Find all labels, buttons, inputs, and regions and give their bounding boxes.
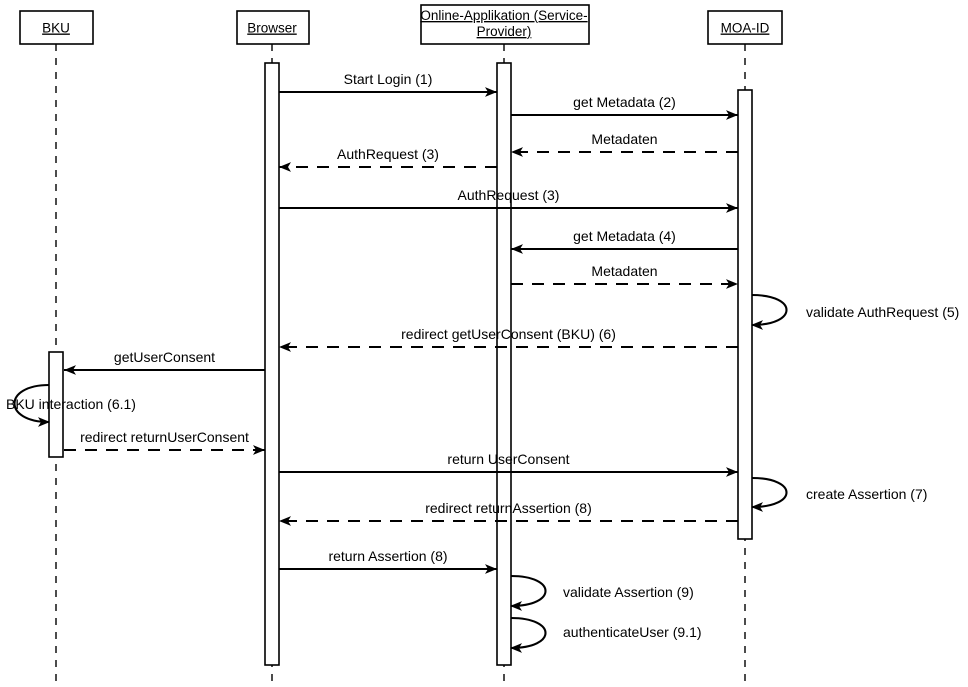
lifeline-head-bku[interactable]: BKU bbox=[19, 10, 94, 45]
self-message-s5[interactable]: authenticateUser (9.1) bbox=[510, 616, 702, 653]
self-message-s4[interactable]: validate Assertion (9) bbox=[510, 574, 694, 611]
message-label-m3: Metadaten bbox=[591, 131, 657, 147]
self-messages-layer: validate AuthRequest (5) BKU interaction … bbox=[6, 293, 959, 653]
activation-bar-bku[interactable] bbox=[48, 351, 64, 458]
message-m12[interactable]: redirect returnAssertion (8) bbox=[279, 500, 738, 526]
message-label-m10: redirect returnUserConsent bbox=[80, 429, 249, 445]
message-m6[interactable]: get Metadata (4) bbox=[511, 228, 738, 254]
message-m9[interactable]: getUserConsent bbox=[64, 349, 265, 375]
message-label-m13: return Assertion (8) bbox=[328, 548, 447, 564]
message-m1[interactable]: Start Login (1) bbox=[279, 71, 497, 97]
self-message-label-s5: authenticateUser (9.1) bbox=[563, 624, 702, 640]
lifeline-box-moaid bbox=[707, 10, 783, 45]
lifeline-head-browser[interactable]: Browser bbox=[236, 10, 310, 45]
message-label-m7: Metadaten bbox=[591, 263, 657, 279]
message-m4[interactable]: AuthRequest (3) bbox=[279, 146, 497, 172]
lifeline-label-bku: BKU bbox=[42, 21, 70, 36]
lifeline-box-oa bbox=[420, 4, 590, 45]
message-label-m12: redirect returnAssertion (8) bbox=[425, 500, 592, 516]
self-message-s2[interactable]: BKU interaction (6.1) bbox=[6, 383, 136, 427]
lifeline-heads-layer: BKU Browser Online-Applikation (Service-Pr… bbox=[19, 4, 783, 45]
lifeline-label-moaid: MOA-ID bbox=[721, 21, 770, 36]
self-message-arc-s2 bbox=[13, 383, 50, 427]
messages-layer: Start Login (1) get Metadata (2) Metadaten… bbox=[64, 71, 738, 574]
activation-bar-oa[interactable] bbox=[496, 62, 512, 666]
lifeline-label-oa: Online-Applikation (Service-Provider) bbox=[420, 8, 587, 39]
message-label-m5: AuthRequest (3) bbox=[458, 187, 560, 203]
message-label-m1: Start Login (1) bbox=[344, 71, 433, 87]
lifeline-label-browser: Browser bbox=[247, 21, 297, 36]
message-label-m11: return UserConsent bbox=[447, 451, 569, 467]
activation-bar-moaid[interactable] bbox=[737, 89, 753, 540]
self-message-label-s4: validate Assertion (9) bbox=[563, 584, 694, 600]
activations-layer bbox=[48, 62, 753, 666]
self-message-label-s1: validate AuthRequest (5) bbox=[806, 304, 959, 320]
message-m11[interactable]: return UserConsent bbox=[279, 451, 738, 477]
self-message-arc-s1 bbox=[751, 293, 788, 330]
message-label-m8: redirect getUserConsent (BKU) (6) bbox=[401, 326, 616, 342]
message-m2[interactable]: get Metadata (2) bbox=[511, 94, 738, 120]
self-message-s1[interactable]: validate AuthRequest (5) bbox=[751, 293, 959, 330]
lifeline-head-moaid[interactable]: MOA-ID bbox=[707, 10, 783, 45]
self-message-arc-s4 bbox=[510, 574, 547, 611]
message-m5[interactable]: AuthRequest (3) bbox=[279, 187, 738, 213]
self-message-arc-s5 bbox=[510, 616, 547, 653]
message-m10[interactable]: redirect returnUserConsent bbox=[64, 429, 265, 455]
message-m7[interactable]: Metadaten bbox=[511, 263, 738, 289]
self-message-arc-s3 bbox=[751, 476, 788, 512]
lifeline-head-oa[interactable]: Online-Applikation (Service-Provider) bbox=[420, 4, 590, 45]
message-label-m6: get Metadata (4) bbox=[573, 228, 676, 244]
message-m13[interactable]: return Assertion (8) bbox=[279, 548, 497, 574]
self-message-label-s2: BKU interaction (6.1) bbox=[6, 396, 136, 412]
self-message-label-s3: create Assertion (7) bbox=[806, 486, 927, 502]
message-label-m9: getUserConsent bbox=[114, 349, 215, 365]
lifeline-box-browser bbox=[236, 10, 310, 45]
message-label-m4: AuthRequest (3) bbox=[337, 146, 439, 162]
self-message-s3[interactable]: create Assertion (7) bbox=[751, 476, 927, 512]
message-m3[interactable]: Metadaten bbox=[511, 131, 738, 157]
lifeline-box-bku bbox=[19, 10, 94, 45]
message-label-m2: get Metadata (2) bbox=[573, 94, 676, 110]
activation-bar-browser[interactable] bbox=[264, 62, 280, 666]
message-m8[interactable]: redirect getUserConsent (BKU) (6) bbox=[279, 326, 738, 352]
